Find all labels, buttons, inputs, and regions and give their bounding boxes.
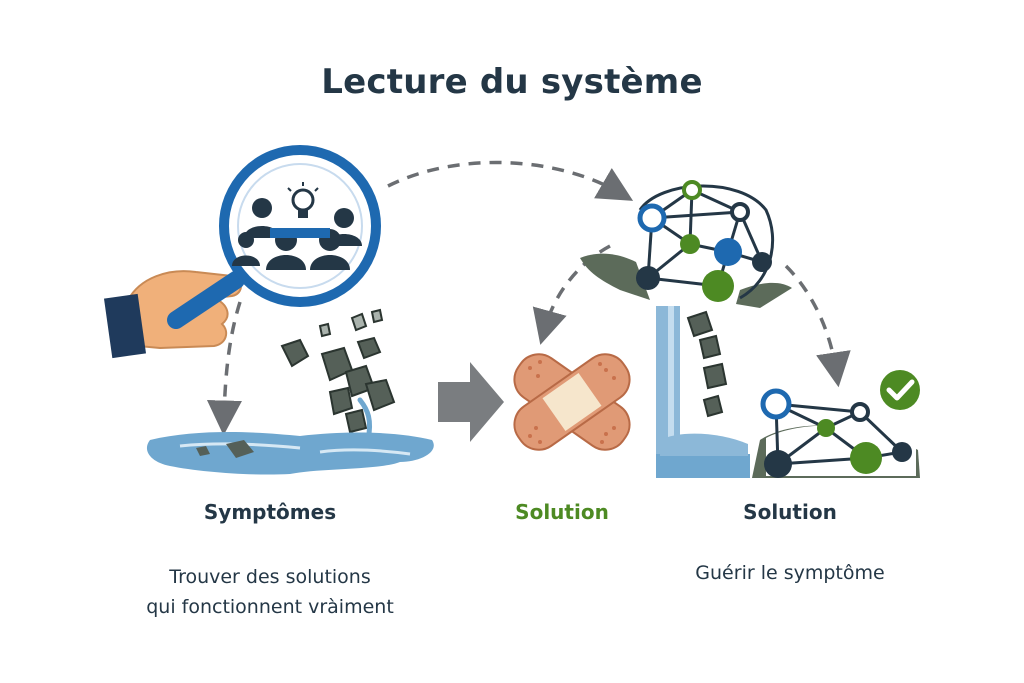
patch-solution-label: Solution — [515, 500, 609, 524]
rocks-icon — [280, 308, 396, 434]
team-idea-icon — [232, 182, 362, 270]
dashed-arrow-top — [387, 160, 634, 201]
symptoms-label: Symptômes — [203, 500, 337, 524]
system-description: Guérir le symptôme — [695, 562, 885, 584]
system-solution-label: Solution — [743, 500, 837, 524]
dashed-arrow-to-bandage — [532, 244, 611, 345]
network-top — [636, 180, 775, 302]
check-badge-icon — [880, 370, 920, 410]
cliff-scene — [580, 253, 792, 478]
bandage-icon — [513, 353, 631, 451]
puddle-icon — [146, 432, 434, 475]
symptoms-description: Trouver des solutions qui fonctionnent v… — [110, 562, 430, 622]
symptoms-description-line2: qui fonctionnent vràiment — [146, 596, 394, 618]
dashed-arrow-down-left — [206, 301, 242, 436]
big-arrow-icon — [438, 362, 504, 442]
dashed-arrow-to-network — [784, 264, 851, 388]
page-title: Lecture du système — [321, 62, 703, 102]
network-bottom — [752, 388, 920, 478]
symptoms-description-line1: Trouver des solutions — [169, 566, 371, 588]
